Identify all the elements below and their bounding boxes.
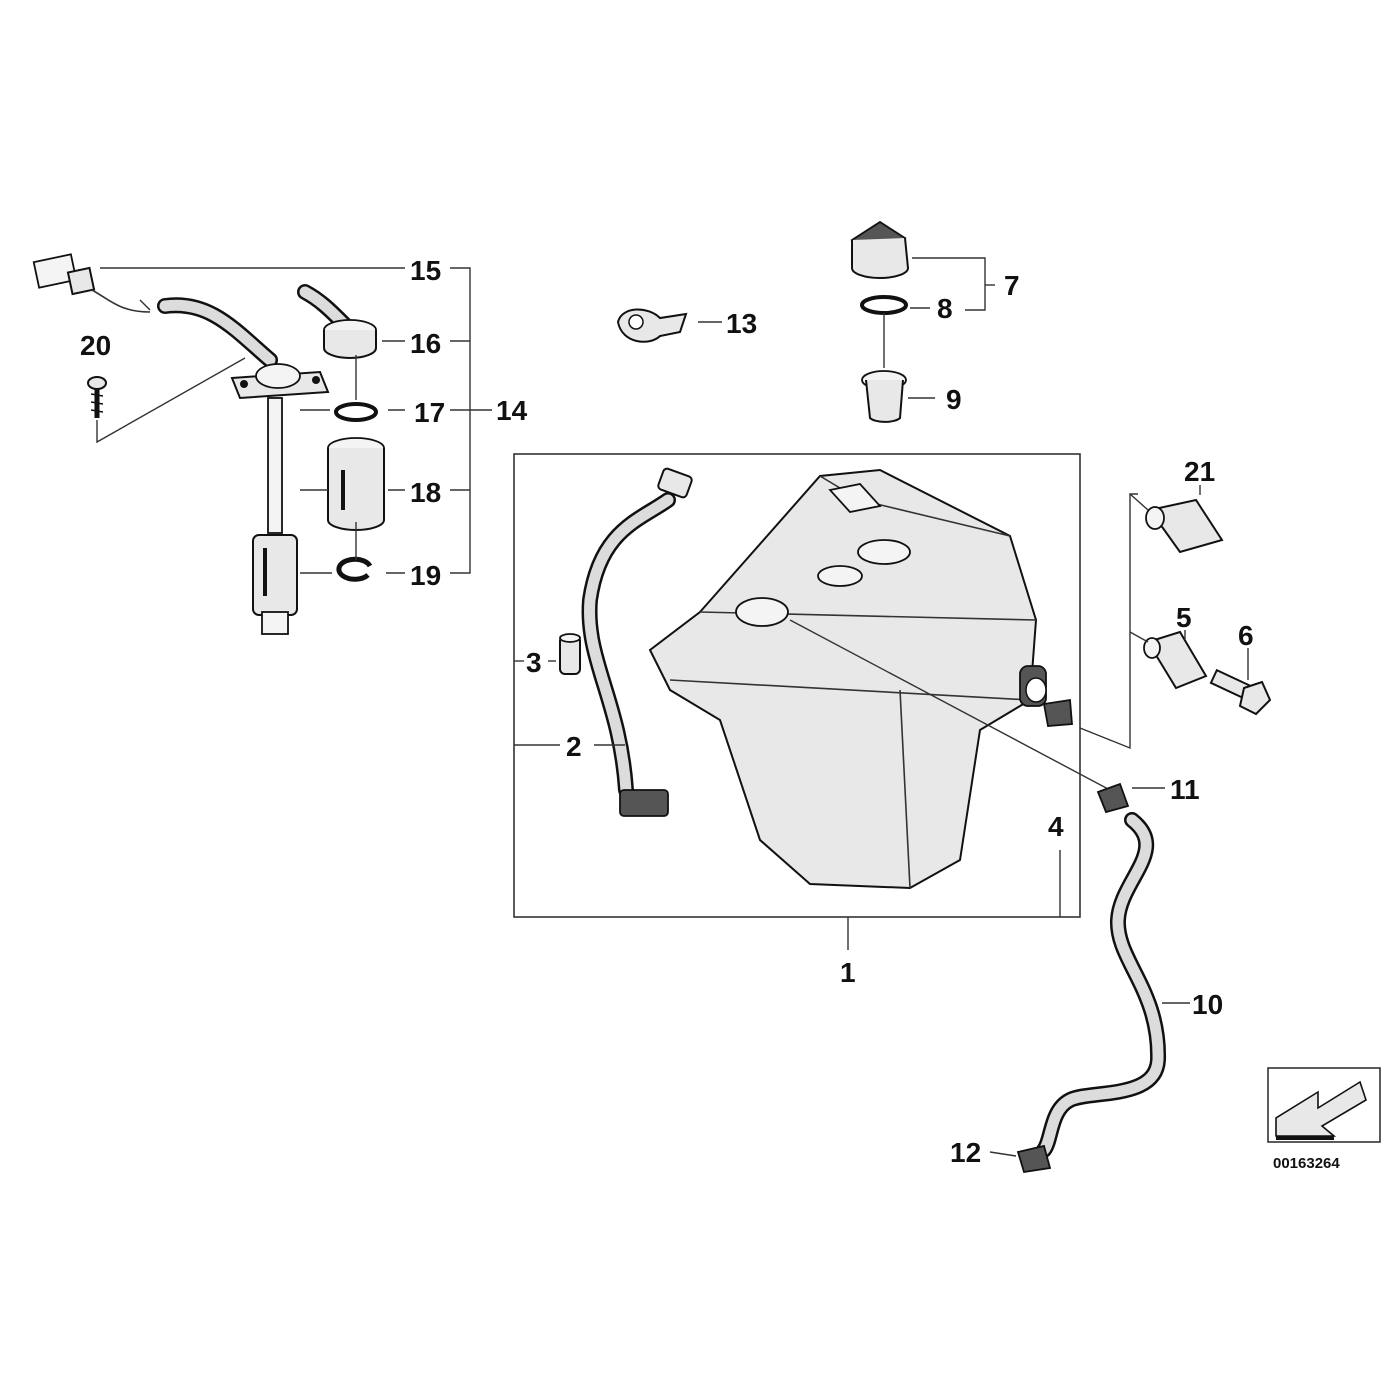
oil-return-hose [989, 782, 1190, 1174]
callout-14: 14 [496, 395, 528, 426]
callout-8: 8 [937, 293, 953, 324]
callout-1: 1 [840, 957, 856, 988]
callout-20: 20 [80, 330, 111, 361]
connector-plug [32, 253, 151, 313]
fuel-level-sensor-assembly [32, 253, 492, 635]
elbow-cap [297, 284, 377, 359]
callout-9: 9 [946, 384, 962, 415]
direction-arrow-icon: 00163264 [1267, 1067, 1381, 1172]
filter-cylinder [327, 437, 385, 531]
callout-21: 21 [1184, 456, 1215, 487]
callout-10: 10 [1192, 989, 1223, 1020]
sensor-float-body [252, 534, 298, 635]
callout-7: 7 [1004, 270, 1020, 301]
banjo-bolt-parts [789, 485, 1272, 791]
sensor-rod [267, 397, 283, 534]
tank-group-frame [513, 453, 1081, 950]
callout-3: 3 [526, 647, 542, 678]
grommet [514, 633, 581, 675]
hose-clamp-top [1096, 782, 1130, 814]
callout-12: 12 [950, 1137, 981, 1168]
callout-2: 2 [566, 731, 582, 762]
callout-15: 15 [410, 255, 441, 286]
clip-part [616, 308, 722, 343]
diagram-id: 00163264 [1273, 1155, 1340, 1172]
sensor-flange [230, 363, 330, 400]
callout-18: 18 [410, 477, 441, 508]
retaining-clip [336, 556, 373, 582]
callout-labels: 1 2 3 4 5 6 7 8 9 10 11 12 13 14 15 16 1… [80, 255, 1254, 1168]
callout-13: 13 [726, 308, 757, 339]
o-ring [334, 402, 378, 422]
filler-cap-assembly [850, 220, 995, 423]
callout-16: 16 [410, 328, 441, 359]
callout-17: 17 [414, 397, 445, 428]
oil-tank [648, 468, 1047, 890]
callout-4: 4 [1048, 811, 1064, 842]
breather-hose [514, 467, 693, 817]
fitting [1042, 698, 1073, 727]
screw [87, 376, 107, 418]
callout-6: 6 [1238, 620, 1254, 651]
callout-19: 19 [410, 560, 441, 591]
hose-clamp-bottom [1016, 1144, 1052, 1174]
callout-5: 5 [1176, 602, 1192, 633]
callout-11: 11 [1170, 774, 1200, 805]
